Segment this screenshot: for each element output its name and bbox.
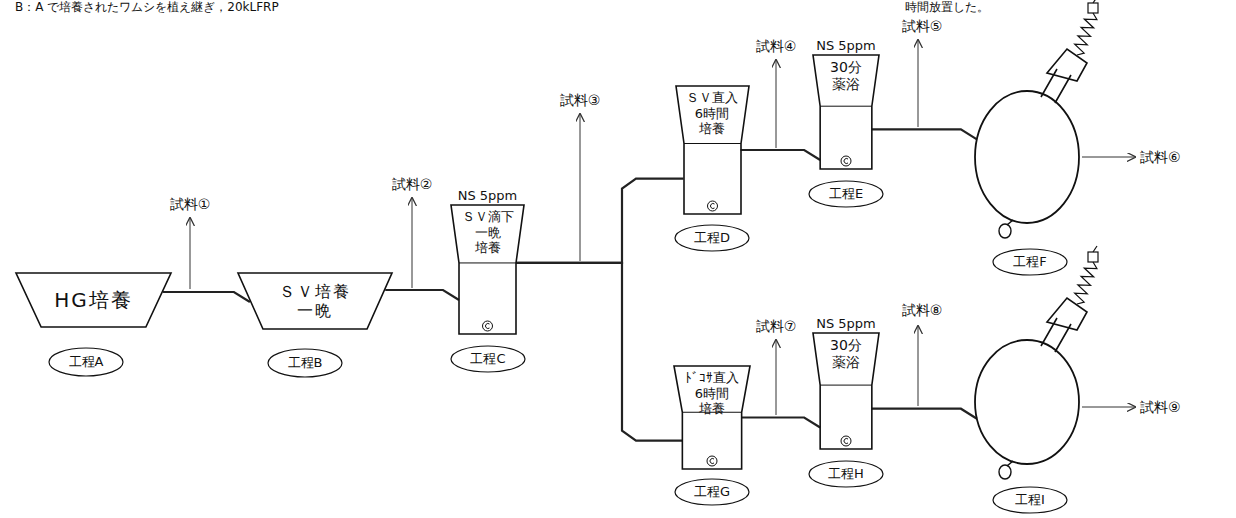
transfer-pipe bbox=[163, 292, 250, 302]
tank-text: HG培養 bbox=[54, 288, 133, 312]
transfer-pipe bbox=[872, 409, 977, 419]
dose-note: NS 5ppm bbox=[816, 316, 876, 332]
culture-tank: ＳＶ培養 一晩 bbox=[237, 272, 393, 330]
tank-text: ＳＶ滴下 一晩 培養 bbox=[462, 209, 514, 256]
transfer-pipe bbox=[516, 263, 682, 441]
step-label: 工程H bbox=[808, 460, 884, 488]
sample-label: 試料⑤ bbox=[902, 18, 943, 35]
sample-label: 試料② bbox=[392, 176, 433, 193]
step-label: 工程G bbox=[674, 478, 750, 506]
sample-label: 試料③ bbox=[560, 92, 601, 109]
step-label: 工程D bbox=[674, 224, 750, 252]
sample-label: 試料④ bbox=[756, 38, 797, 55]
step-label: 工程F bbox=[992, 248, 1068, 276]
sample-arrow bbox=[1082, 407, 1135, 408]
dose-note: NS 5ppm bbox=[816, 38, 876, 54]
step-name: 工程F bbox=[1013, 254, 1046, 270]
conical-tank: ＳＶ直入 6時間 培養 bbox=[675, 85, 750, 215]
sample-arrow bbox=[918, 40, 919, 127]
step-name: 工程H bbox=[828, 466, 864, 482]
sample-arrow bbox=[776, 340, 777, 415]
transfer-pipe bbox=[385, 290, 459, 300]
sample-label: 試料① bbox=[170, 196, 211, 213]
sample-arrow bbox=[776, 60, 777, 148]
sample-label: 試料⑧ bbox=[902, 302, 943, 319]
step-label: 工程C bbox=[450, 345, 526, 373]
step-name: 工程E bbox=[829, 186, 863, 202]
transfer-pipe bbox=[742, 418, 821, 428]
sample-label: 試料⑦ bbox=[756, 318, 797, 335]
step-label: 工程A bbox=[48, 347, 124, 377]
sample-label: 試料⑥ bbox=[1140, 149, 1181, 166]
conical-tank: ﾄﾞｺｻ直入 6時間 培養 bbox=[673, 365, 751, 470]
step-label: 工程I bbox=[992, 486, 1068, 514]
shape-outline bbox=[955, 282, 1105, 482]
step-name: 工程G bbox=[694, 484, 730, 500]
balloon-bag bbox=[955, 282, 1105, 482]
shape-outline bbox=[955, 5, 1105, 245]
conical-tank: NS 5ppm 30分 薬浴 bbox=[812, 38, 880, 170]
sample-arrow bbox=[190, 218, 191, 289]
sample-label: 試料⑨ bbox=[1140, 399, 1181, 416]
step-label: 工程B bbox=[267, 348, 343, 378]
tank-text: ＳＶ直入 6時間 培養 bbox=[686, 90, 738, 137]
step-name: 工程B bbox=[288, 355, 323, 371]
step-label: 工程E bbox=[808, 180, 884, 208]
tank-text: 30分 薬浴 bbox=[830, 59, 862, 93]
transfer-pipe bbox=[741, 150, 821, 160]
tank-text: ＳＶ培養 一晩 bbox=[279, 282, 351, 320]
transfer-pipe bbox=[516, 179, 684, 263]
dose-note: NS 5ppm bbox=[458, 188, 518, 204]
step-name: 工程D bbox=[694, 230, 730, 246]
cut-text: 時間放置した。 bbox=[905, 0, 989, 14]
conical-tank: NS 5ppmＳＶ滴下 一晩 培養 bbox=[450, 188, 525, 335]
sample-arrow bbox=[412, 198, 413, 288]
step-name: 工程C bbox=[470, 351, 505, 367]
balloon-bag bbox=[955, 5, 1105, 245]
tank-text: ﾄﾞｺｻ直入 6時間 培養 bbox=[685, 370, 739, 417]
sample-arrow bbox=[918, 326, 919, 406]
conical-tank: NS 5ppm 30分 薬浴 bbox=[812, 316, 880, 450]
step-name: 工程A bbox=[69, 354, 104, 370]
transfer-pipe bbox=[872, 129, 977, 139]
culture-tank: HG培養 bbox=[15, 272, 172, 328]
step-name: 工程I bbox=[1015, 492, 1045, 508]
cut-text: B：A で培養されたワムシを植え継ぎ，20kLFRP bbox=[15, 0, 279, 14]
tank-text: 30分 薬浴 bbox=[830, 337, 862, 371]
sample-arrow bbox=[1082, 157, 1135, 158]
sample-arrow bbox=[580, 114, 581, 261]
